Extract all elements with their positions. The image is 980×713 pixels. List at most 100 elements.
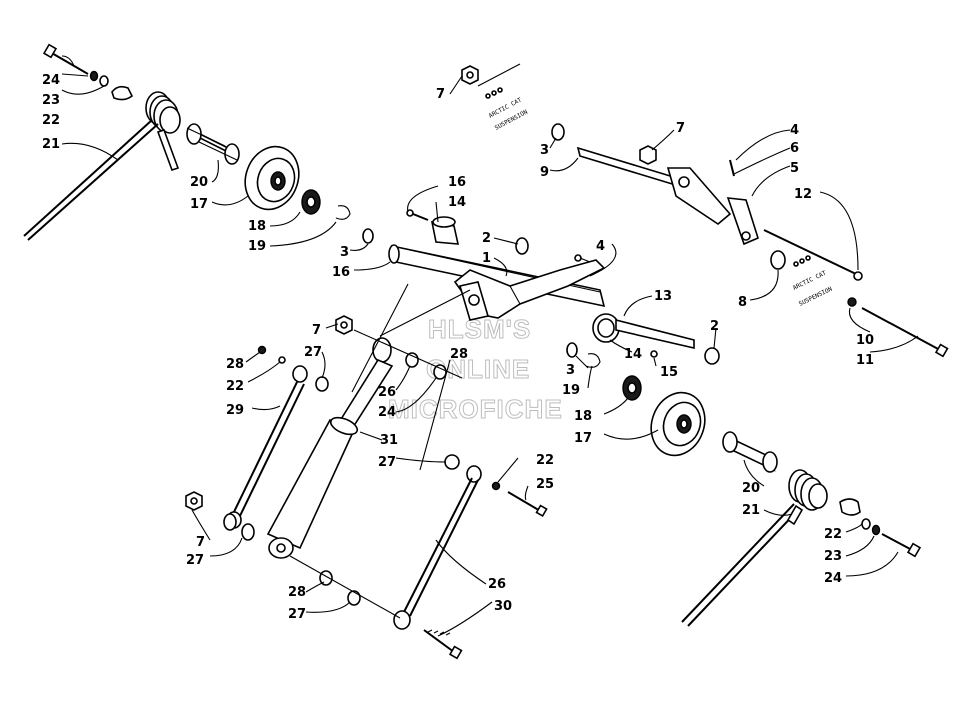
callout-24-c: 24: [824, 571, 842, 586]
callout-3-b: 3: [540, 143, 549, 158]
callout-18-b: 18: [574, 409, 592, 424]
callout-11: 11: [856, 353, 874, 368]
callout-28-a: 28: [226, 357, 244, 372]
idler-wheel-17-left: [244, 145, 300, 211]
callout-19-b: 19: [562, 383, 580, 398]
bushing-28-mid: [405, 352, 419, 368]
spring-cup-left: [111, 85, 134, 101]
callout-28-b: 28: [450, 347, 468, 362]
watermark-line-3: MICROFICHE: [388, 394, 563, 424]
callout-24-a: 24: [42, 73, 60, 88]
callout-20-a: 20: [190, 175, 208, 190]
callout-8: 8: [738, 295, 747, 310]
callout-17-a: 17: [190, 197, 208, 212]
callout-10: 10: [856, 333, 874, 348]
callout-1: 1: [482, 251, 491, 266]
left-spring-assembly: [23, 43, 374, 244]
callout-20-b: 20: [742, 481, 760, 496]
callout-18-a: 18: [248, 219, 266, 234]
screw-16: [406, 209, 429, 221]
bushing-27-a: [315, 376, 329, 392]
callout-21-b: 21: [742, 503, 760, 518]
callout-22-a: 22: [42, 113, 60, 128]
washer-22-low: [491, 481, 501, 491]
callout-27-d: 27: [288, 607, 306, 622]
callout-28-c: 28: [288, 585, 306, 600]
callout-23-b: 23: [824, 549, 842, 564]
snap-ring-19-right: [585, 353, 601, 368]
bolt-30: [423, 629, 455, 653]
callout-16-b: 16: [448, 175, 466, 190]
bushing-27-c: [241, 523, 255, 541]
callout-30: 30: [494, 599, 512, 614]
rubber-bumper-14-top: [430, 216, 460, 245]
link-plate-5: [666, 167, 759, 246]
callout-25: 25: [536, 477, 554, 492]
bolt-25: [507, 491, 543, 513]
svg-text:SUSPENSION: SUSPENSION: [798, 286, 834, 308]
washer-22-right: [861, 518, 871, 530]
callout-24-b: 24: [378, 405, 396, 420]
callout-7-a: 7: [436, 87, 445, 102]
callout-27-c: 27: [186, 553, 204, 568]
leader-lines: [61, 55, 919, 637]
callout-22-d: 22: [824, 527, 842, 542]
lock-washer-23-right: [871, 524, 881, 536]
bushing-27-d: [347, 590, 361, 606]
callout-4-b: 4: [790, 123, 799, 138]
rubber-bumper-14-lower: [592, 313, 620, 343]
bushing-3-top: [551, 123, 565, 141]
washer-22-left: [99, 75, 109, 87]
bushings-2-top: [515, 237, 591, 263]
upper-right-assembly: ARCTIC CAT SUSPENSION ARCTIC CAT SUSPENS…: [461, 63, 949, 358]
screw-6: [729, 159, 735, 177]
washer-22-mid: [278, 356, 286, 364]
spring-cup-right: [839, 498, 861, 516]
bolt-24-right: [881, 533, 913, 551]
snap-ring-19-left: [335, 205, 351, 220]
callout-15: 15: [660, 365, 678, 380]
bushing-2-right: [704, 347, 720, 365]
spacer-8: [770, 250, 786, 270]
callout-3-c: 3: [566, 363, 575, 378]
callout-31: 31: [380, 433, 398, 448]
svg-text:ARCTIC CAT: ARCTIC CAT: [792, 270, 828, 292]
lock-washer-23-left: [89, 70, 99, 82]
callout-16-a: 16: [332, 265, 350, 280]
bolt-24-left: [49, 51, 89, 75]
callout-29: 29: [226, 403, 244, 418]
bushing-24-mid: [433, 364, 447, 380]
shock-linkage: [185, 283, 548, 660]
callout-2-b: 2: [710, 319, 719, 334]
nut-10: [847, 297, 857, 307]
callout-5: 5: [790, 161, 799, 176]
right-spring-assembly: [566, 342, 922, 627]
decal-right: ARCTIC CAT SUSPENSION: [792, 255, 834, 308]
callout-19-a: 19: [248, 239, 266, 254]
callout-12: 12: [794, 187, 812, 202]
callout-6: 6: [790, 141, 799, 156]
callout-9: 9: [540, 165, 549, 180]
callout-3-a: 3: [340, 245, 349, 260]
shaft-13: [615, 318, 695, 350]
bushing-27-b: [223, 513, 237, 531]
spacer-tube-20-left: [186, 123, 240, 165]
nut-28-a: [257, 345, 267, 355]
nut-7-right: [639, 145, 657, 165]
callout-14-a: 14: [448, 195, 466, 210]
callout-27-b: 27: [378, 455, 396, 470]
callout-27-a: 27: [304, 345, 322, 360]
callout-2-a: 2: [482, 231, 491, 246]
link-rod-26: [393, 454, 482, 630]
callout-22-c: 22: [536, 453, 554, 468]
bolt-12: [763, 229, 857, 275]
idler-wheel-17-right: [650, 391, 706, 457]
callout-21-a: 21: [42, 137, 60, 152]
callout-7-b: 7: [676, 121, 685, 136]
bushing-3-left: [362, 228, 374, 244]
callout-numbers: 24 23 22 21 20 17 18 19 3 16 16 14 2 1 4…: [42, 73, 874, 622]
callout-7-d: 7: [196, 535, 205, 550]
callout-14-b: 14: [624, 347, 642, 362]
